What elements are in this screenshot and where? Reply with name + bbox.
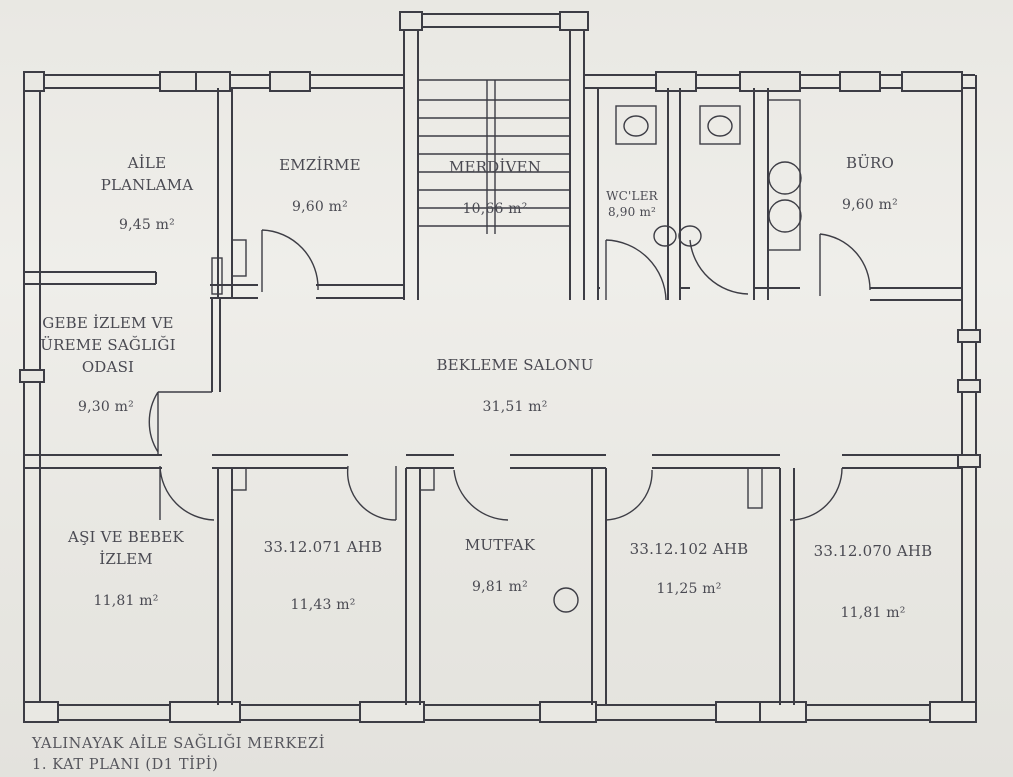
room-ahb070-name: 33.12.070 AHB	[813, 542, 933, 560]
room-merdiven-area: 10,66 m²	[462, 201, 528, 217]
room-aile-name: AİLE PLANLAMA	[100, 154, 194, 194]
room-buro-area: 9,60 m²	[842, 197, 898, 213]
room-gebe-name: GEBE İZLEM VE ÜREME SAĞLIĞI ODASI	[40, 314, 176, 376]
room-aile-area: 9,45 m²	[119, 217, 175, 233]
plan-title: YALINAYAK AİLE SAĞLIĞI MERKEZİ	[32, 736, 326, 752]
room-ahb071-area: 11,43 m²	[290, 597, 356, 613]
doors	[148, 229, 871, 521]
room-wc-area: 8,90 m²	[607, 205, 657, 219]
room-bekleme-name: BEKLEME SALONU	[436, 356, 594, 374]
stair-treads	[418, 79, 570, 234]
room-emzirme-area: 9,60 m²	[292, 199, 348, 215]
room-gebe-area: 9,30 m²	[78, 399, 134, 415]
plan-subtitle: 1. KAT PLANI (D1 TİPİ)	[32, 757, 219, 773]
room-buro-name: BÜRO	[845, 154, 895, 172]
room-emzirme-name: EMZİRME	[279, 156, 361, 174]
room-mutfak-name: MUTFAK	[464, 536, 536, 554]
room-ahb102-name: 33.12.102 AHB	[629, 540, 749, 558]
room-merdiven-name: MERDİVEN	[448, 158, 542, 176]
windows	[19, 11, 981, 723]
room-wc-name: WC'LER	[606, 189, 658, 203]
room-asi-name: AŞI VE BEBEK İZLEM	[68, 528, 184, 568]
room-ahb071-name: 33.12.071 AHB	[263, 538, 383, 556]
room-bekleme-area: 31,51 m²	[482, 399, 548, 415]
room-mutfak-area: 9,81 m²	[472, 579, 528, 595]
fixtures	[211, 99, 802, 613]
room-asi-area: 11,81 m²	[93, 593, 159, 609]
room-ahb102-area: 11,25 m²	[656, 581, 722, 597]
room-ahb070-area: 11,81 m²	[840, 605, 906, 621]
